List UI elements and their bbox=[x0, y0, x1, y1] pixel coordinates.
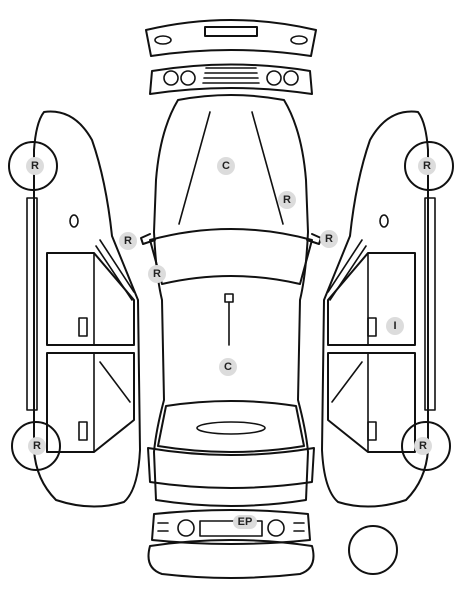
rear-lights bbox=[151, 509, 311, 545]
marker-windshield-right[interactable]: R bbox=[278, 191, 296, 209]
rear-bumper bbox=[147, 539, 315, 579]
marker-roof[interactable]: C bbox=[219, 358, 237, 376]
svg-text:R: R bbox=[31, 160, 39, 172]
svg-text:EP: EP bbox=[238, 516, 253, 528]
car-body-top-view bbox=[140, 94, 322, 507]
svg-text:R: R bbox=[325, 233, 333, 245]
marker-rear-left-wheel[interactable]: R bbox=[28, 437, 46, 455]
marker-rear-bumper[interactable]: EP bbox=[233, 515, 257, 529]
svg-text:R: R bbox=[153, 268, 161, 280]
spare-wheel-circle bbox=[348, 525, 398, 575]
svg-text:R: R bbox=[423, 160, 431, 172]
svg-text:C: C bbox=[224, 361, 232, 373]
marker-mirror-left[interactable]: R bbox=[119, 232, 137, 250]
svg-text:C: C bbox=[222, 160, 230, 172]
marker-rear-right-wheel[interactable]: R bbox=[414, 437, 432, 455]
svg-text:R: R bbox=[124, 235, 132, 247]
marker-a-pillar-left[interactable]: R bbox=[148, 265, 166, 283]
svg-text:I: I bbox=[393, 320, 396, 332]
svg-text:R: R bbox=[283, 194, 291, 206]
svg-text:R: R bbox=[419, 440, 427, 452]
svg-text:R: R bbox=[33, 440, 41, 452]
front-bumper bbox=[145, 19, 317, 57]
marker-front-left-wheel[interactable]: R bbox=[26, 157, 44, 175]
marker-hood[interactable]: C bbox=[217, 157, 235, 175]
marker-front-right-wheel[interactable]: R bbox=[418, 157, 436, 175]
front-grille bbox=[149, 63, 313, 95]
marker-right-rear-door[interactable]: I bbox=[386, 317, 404, 335]
marker-mirror-right[interactable]: R bbox=[320, 230, 338, 248]
